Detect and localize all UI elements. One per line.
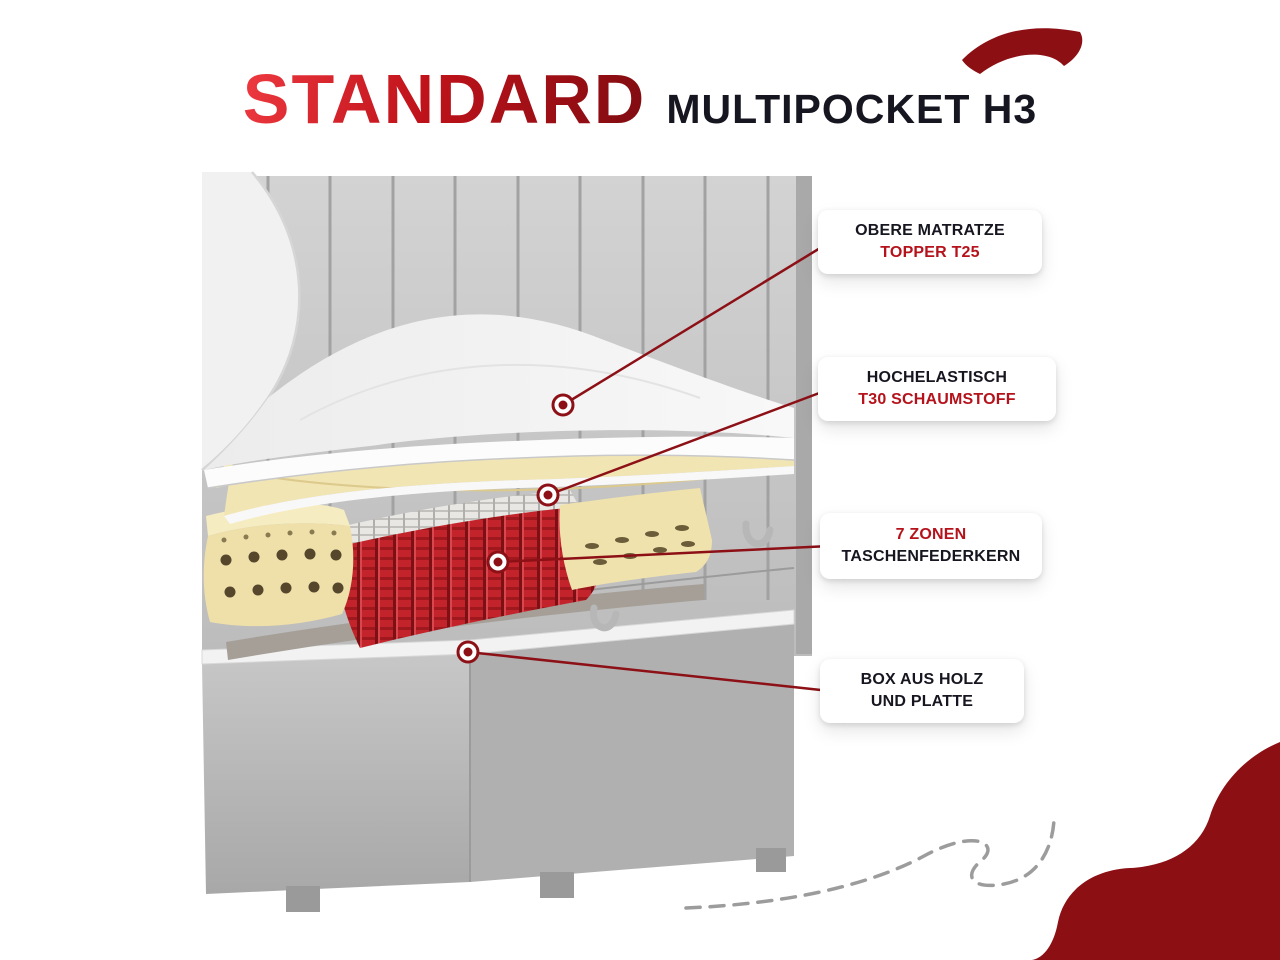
callout-line-1: OBERE MATRATZE — [855, 221, 1005, 239]
callout-connectors — [456, 240, 831, 693]
title-main: STANDARD — [242, 60, 647, 138]
connector-line-topper — [562, 240, 831, 407]
box-base — [201, 567, 795, 912]
box-foot — [286, 886, 320, 912]
connector-line-foam — [547, 387, 831, 497]
topper-layer — [201, 171, 795, 489]
connector-line-box — [467, 650, 831, 693]
topper-surface — [204, 314, 794, 470]
callout-springs: 7 ZONEN TASCHENFEDERKERN — [820, 513, 1042, 579]
page-title: STANDARD MULTIPOCKET H3 — [0, 64, 1280, 134]
callout-marker-box — [456, 640, 480, 664]
handles — [590, 520, 774, 632]
blob-decoration — [1032, 742, 1280, 960]
callout-topper: OBERE MATRATZE TOPPER T25 — [818, 210, 1042, 274]
corner-decorations — [684, 28, 1280, 960]
callout-marker-springs — [486, 550, 510, 574]
callout-line-2: T30 SCHAUMSTOFF — [858, 391, 1016, 408]
foam-right-holes — [585, 525, 695, 565]
topper-cut-edge — [201, 171, 301, 471]
dashed-curve-decoration — [684, 818, 1056, 910]
mattress-core — [203, 488, 712, 660]
foam-left-holes — [220, 548, 344, 598]
callout-line-2: TASCHENFEDERKERN — [841, 548, 1021, 565]
callout-line-1: HOCHELASTISCH — [866, 368, 1008, 386]
callout-marker-foam — [536, 483, 560, 507]
title-sub: MULTIPOCKET H3 — [666, 86, 1038, 132]
mattress-border-seam — [571, 567, 795, 593]
callout-line-2: TOPPER T25 — [880, 244, 980, 261]
box-front-face — [202, 654, 470, 894]
callout-line-1: BOX AUS HOLZ — [860, 670, 984, 688]
base-sheet — [224, 466, 794, 524]
topper-left-wall — [202, 172, 300, 470]
box-foot — [756, 848, 786, 872]
foam-left-dots — [221, 529, 337, 543]
handle-loop — [742, 520, 774, 548]
headboard-side-edge — [796, 176, 812, 654]
callout-marker-topper — [551, 393, 575, 417]
callout-foam: HOCHELASTISCH T30 SCHAUMSTOFF — [818, 357, 1056, 421]
springs-red — [332, 508, 602, 648]
topper-surface-streak — [299, 363, 701, 421]
box-plate — [201, 609, 795, 665]
box-right-face — [470, 624, 794, 882]
connector-line-springs — [497, 544, 831, 564]
handle-loop — [590, 604, 620, 632]
topper-bottom-seam — [207, 454, 795, 489]
foam-left-front — [203, 523, 354, 627]
swoosh-decoration — [962, 28, 1083, 75]
box-foot — [540, 872, 574, 898]
callout-line-2: UND PLATTE — [870, 693, 974, 710]
callout-box: BOX AUS HOLZ UND PLATTE — [820, 659, 1024, 723]
callout-line-1: 7 ZONEN — [895, 525, 967, 543]
topper-front-face — [204, 436, 794, 488]
